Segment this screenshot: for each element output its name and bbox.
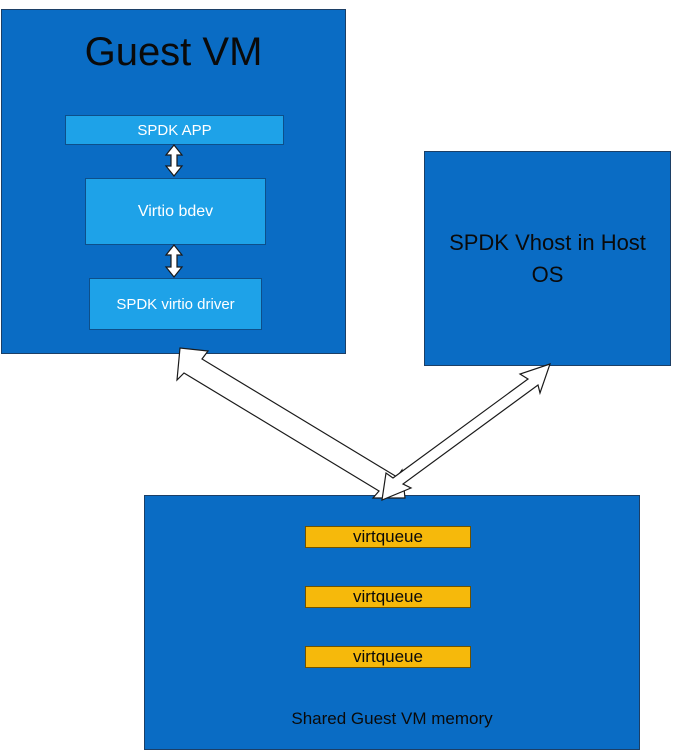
virtqueue-1: virtqueue [305, 586, 471, 608]
double-arrow-app-bdev [164, 144, 184, 177]
virtqueue-0: virtqueue [305, 526, 471, 548]
virtqueue-2: virtqueue [305, 646, 471, 668]
double-arrow-guest-shared [176, 347, 406, 499]
virtio-bdev-box: Virtio bdev [85, 178, 266, 245]
spdk-app-box: SPDK APP [65, 115, 284, 145]
guest-vm-title: Guest VM [84, 30, 263, 74]
double-arrow-vhost-shared [381, 363, 551, 501]
guest-vm-box: Guest VM SPDK APP Virtio bdev SPDK virti… [1, 9, 346, 354]
spdk-vhost-label: SPDK Vhost in Host OS [449, 230, 646, 287]
spdk-virtio-driver-box: SPDK virtio driver [89, 278, 262, 330]
double-arrow-bdev-driver [164, 244, 184, 278]
shared-memory-label: Shared Guest VM memory [291, 709, 493, 728]
spdk-vhost-box: SPDK Vhost in Host OS [424, 151, 671, 366]
